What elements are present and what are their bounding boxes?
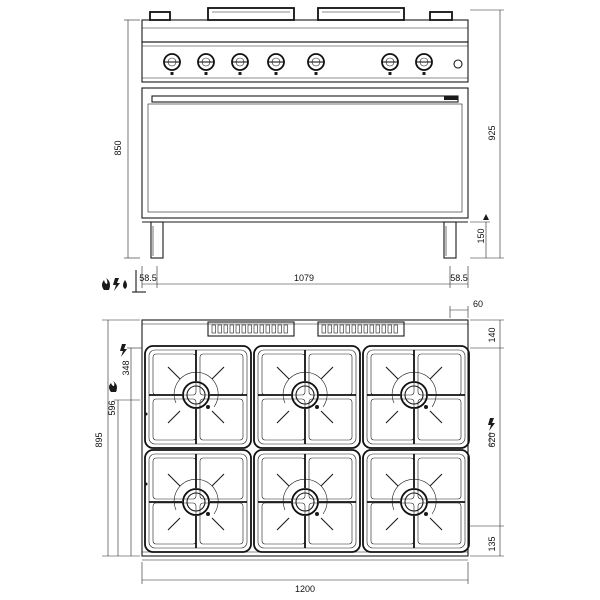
control-knob[interactable] [415,53,433,75]
burner [144,345,252,449]
dim-gas-connection: 596 [107,400,117,415]
dim-back-offset: 140 [487,327,497,342]
ignition-button[interactable] [453,59,463,69]
oven-door [141,87,469,219]
burner [144,449,252,553]
right-connection-bolt-icon [488,418,495,431]
burner-crown [400,381,428,409]
burner-crown [182,381,210,409]
burner-grid [144,345,470,553]
burner-crown [400,488,428,516]
dim-inner-width: 1079 [294,273,314,283]
pan-supports-top [149,7,453,21]
water-drop-icon [123,280,127,289]
dim-leg-height: 150 [476,228,486,243]
leg-left [150,221,164,259]
burner-crown [291,488,319,516]
burner-crown [182,488,210,516]
control-panel [141,41,469,83]
flue-vent-left [207,321,295,337]
leg-right [443,221,457,259]
electric-bolt-icon [113,278,120,291]
gas-connection-flame-icon [109,381,117,392]
gas-flame-icon [102,278,110,290]
dim-front-body-height: 850 [113,140,123,155]
flue-vent-right [317,321,405,337]
burner [253,449,361,553]
dim-top-right-offset: 60 [473,299,483,309]
control-knob[interactable] [231,53,249,75]
control-knob[interactable] [307,53,325,75]
top-rail [141,19,469,43]
hob-outline [141,319,469,557]
control-knob[interactable] [381,53,399,75]
dim-front-offset: 135 [487,536,497,551]
burner-crown [291,381,319,409]
oven-door-handle[interactable] [151,95,459,103]
door-label-plate [444,96,458,100]
dim-right-offset: 58.5 [450,273,468,283]
dim-total-width: 1200 [295,584,315,594]
control-knob[interactable] [267,53,285,75]
dim-burner-row1: 348 [121,360,131,375]
dim-top-total-depth: 895 [94,432,104,447]
control-knob[interactable] [163,53,181,75]
utility-symbols [102,270,146,293]
electric-connection-bolt-icon [120,344,127,357]
burner [362,345,470,449]
burner [253,345,361,449]
burner [362,449,470,553]
front-view: 850 925 150 58.5 1079 58.5 [102,7,504,293]
dim-right-connection: 620 [487,432,497,447]
control-knob[interactable] [197,53,215,75]
dim-front-total-height: 925 [487,125,497,140]
top-view: 895 596 348 60 140 620 135 [94,299,504,594]
dim-left-offset: 58.5 [139,273,157,283]
control-knobs [163,53,433,75]
